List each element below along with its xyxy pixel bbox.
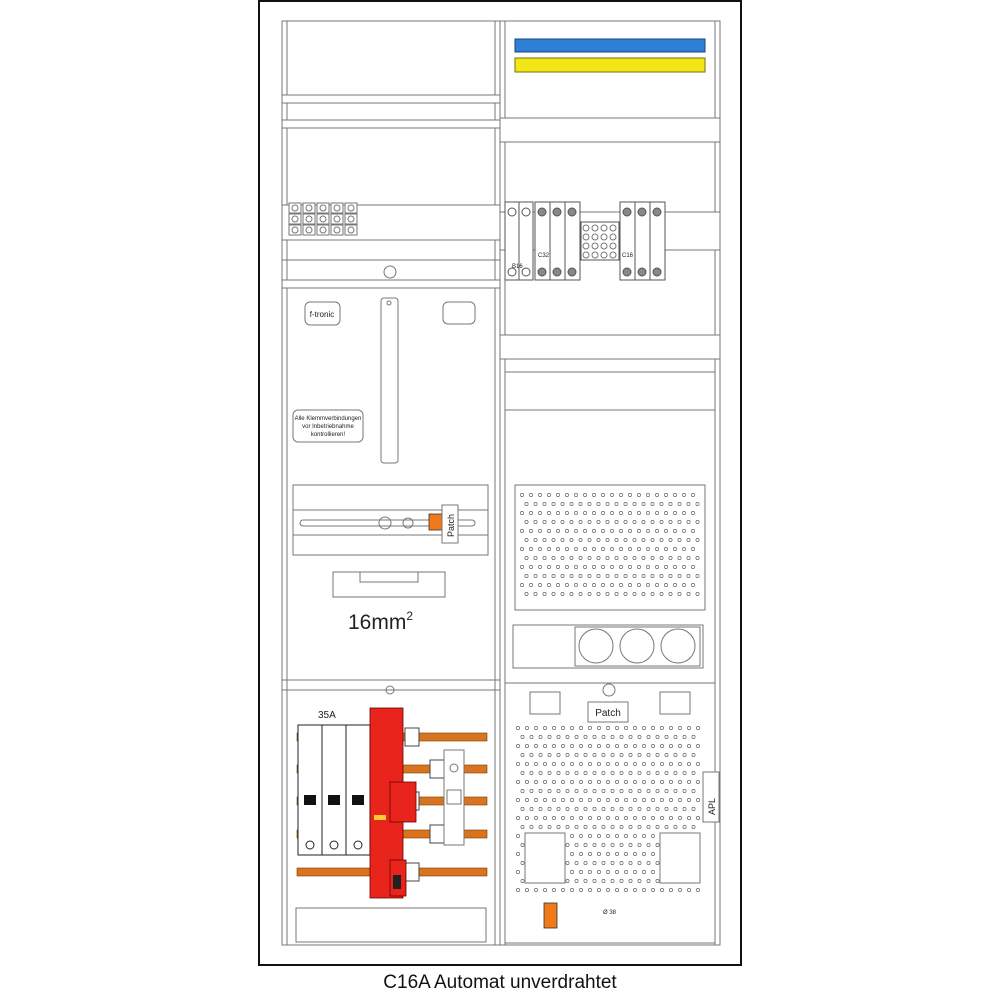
apl-label: APL bbox=[707, 798, 717, 815]
meter-mounting-bracket: Patch bbox=[292, 484, 489, 598]
meter-plate: f-tronic Alle Klemmverbindungen vor Inbe… bbox=[292, 297, 476, 464]
busbar-clamp bbox=[404, 727, 420, 747]
terminal-block bbox=[580, 221, 620, 261]
orange-terminal bbox=[543, 902, 558, 929]
neutral-busbar bbox=[514, 38, 706, 53]
warning-line-1: Alle Klemmverbindungen bbox=[295, 416, 362, 422]
patch-label-right: Patch bbox=[595, 708, 621, 719]
small-breaker bbox=[443, 749, 465, 846]
busbar-clamp bbox=[404, 862, 420, 882]
apl-zone: Patch APL Ø 38 bbox=[504, 682, 720, 944]
surge-protector bbox=[369, 707, 417, 899]
main-fuse-switch bbox=[297, 724, 371, 856]
brand-label: f-tronic bbox=[310, 310, 334, 319]
caption: C16A Automat unverdrahtet bbox=[383, 972, 617, 993]
orange-terminal bbox=[428, 513, 444, 531]
terminal-block-top bbox=[288, 202, 358, 236]
breaker-label-c16: C16 bbox=[622, 253, 634, 259]
hole-label: Ø 38 bbox=[603, 910, 617, 916]
breaker-pole bbox=[564, 201, 581, 281]
breaker-pole bbox=[649, 201, 666, 281]
cable-size-label: 16mm2 bbox=[348, 609, 413, 634]
left-column: f-tronic Alle Klemmverbindungen vor Inbe… bbox=[281, 20, 501, 946]
socket-strip bbox=[512, 624, 704, 669]
pe-busbar bbox=[514, 57, 706, 73]
main-distribution-zone: 35A bbox=[282, 685, 500, 943]
breaker-label-b16: B16 bbox=[512, 264, 523, 270]
patch-label-left: Patch bbox=[446, 514, 456, 537]
breaker-label-c32: C32 bbox=[538, 253, 550, 259]
breaker-pole bbox=[518, 201, 534, 281]
warning-line-2: vor Inbetriebnahme bbox=[302, 424, 354, 430]
busbar-clamp bbox=[429, 759, 445, 779]
perforated-plate bbox=[514, 484, 706, 611]
busbar-clamp bbox=[429, 824, 445, 844]
warning-line-3: kontrollieren! bbox=[311, 432, 346, 438]
main-fuse-label: 35A bbox=[318, 710, 336, 721]
right-column: B16 C32 C16 Patch APL Ø 38 bbox=[499, 20, 721, 946]
circuit-breakers bbox=[504, 201, 666, 281]
